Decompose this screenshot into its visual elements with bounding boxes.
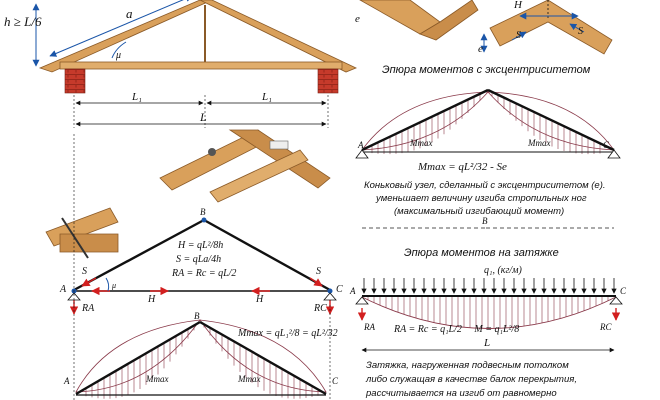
tie-load-label: q₁, (кг/м) — [484, 265, 523, 276]
right-rafter — [199, 0, 358, 73]
right-brick-wall — [317, 68, 339, 94]
e-top-label: e — [355, 13, 360, 25]
truss-eq3: RA = Rc = qL/2 — [171, 268, 236, 279]
roof-frame-drawing: h ≥ L/6 a μ L₁ L₁ L — [4, 0, 358, 128]
ecc-left-member — [361, 88, 489, 152]
ecc-C-label: C — [603, 140, 610, 150]
tie-C-label: C — [620, 286, 627, 296]
ecc-A-label: A — [357, 140, 364, 150]
L1-left-label: L₁ — [131, 91, 142, 103]
a-dimension-line — [49, 0, 193, 57]
distributed-load-arrows — [361, 278, 617, 294]
tie-beam — [59, 61, 343, 70]
ecc-hatching — [371, 91, 601, 155]
mu-angle-arc — [111, 41, 127, 59]
truss-B-label: B — [200, 207, 206, 217]
truss-mu: μ — [111, 281, 116, 290]
tie-title: Эпюра моментов на затяжке — [404, 247, 559, 259]
truss-RC: RC — [313, 303, 327, 314]
truss-H-left: H — [147, 294, 156, 305]
tie-A-label: A — [349, 286, 356, 296]
wood-joint-details — [45, 129, 331, 259]
truss-H-right: H — [255, 294, 264, 305]
H-label-detail: H — [513, 0, 523, 11]
bottom-C-label: C — [332, 376, 339, 386]
truss-A-label: A — [59, 284, 67, 295]
bottom-A-label: A — [63, 376, 70, 386]
S-left-detail: S — [516, 30, 521, 41]
bolt-rod — [61, 217, 89, 259]
moment-ecc-diagram: A C Mmax Mmax Mmax = qL²/32 - Se Коньков… — [355, 88, 621, 217]
truss-eq2: S = qLa/4h — [176, 254, 221, 265]
ecc-mmax-left: Mmax — [409, 138, 433, 148]
tie-L-label: L — [483, 337, 490, 349]
bottom-B-label: B — [194, 311, 200, 321]
mu-label: μ — [115, 50, 121, 61]
a-label: a — [126, 6, 133, 21]
L-label: L — [199, 110, 207, 124]
bottom-moment-diagram: B A C Mmax = qL₁²/8 = qL²/32 Mmax Mmax — [63, 134, 339, 400]
tie-RC: RC — [599, 322, 612, 332]
tie-B-label: B — [482, 216, 488, 226]
truss-S-right: S — [316, 266, 321, 277]
S-right-detail: S — [578, 26, 583, 37]
ecc-caption-3: (максимальный изгибающий момент) — [394, 206, 564, 217]
tie-caption-1: Затяжка, нагруженная подвесным потолком — [366, 360, 569, 371]
truss-C-label: C — [336, 284, 343, 295]
moment-ecc-title: Эпюра моментов с эксцентриситетом — [382, 64, 591, 76]
tie-caption-2: либо служащая в качестве балок перекрыти… — [365, 374, 577, 385]
bottom-mmax-right: Mmax — [237, 374, 261, 384]
truss-RA: RA — [81, 303, 95, 314]
bottom-mmax-left: Mmax — [145, 374, 169, 384]
tie-RA: RA — [363, 322, 375, 332]
eccentric-ridge-detail: e H S S e Эпюра моментов с эксцентрисите… — [355, 0, 613, 76]
truss-S-left: S — [82, 266, 87, 277]
bolt-icon — [208, 148, 216, 156]
bottom-formula: Mmax = qL₁²/8 = qL²/32 — [237, 328, 338, 339]
ecc-mmax-right: Mmax — [527, 138, 551, 148]
tie-hatching — [367, 297, 609, 329]
ecc-caption-2: уменьшает величину изгиба стропильных но… — [375, 193, 587, 204]
ecc-right-member — [487, 88, 615, 152]
ecc-formula: Mmax = qL²/32 - Se — [417, 161, 507, 173]
tie-equation: RA = Rc = q₁L/2 M = q₁L²/8 — [393, 324, 519, 335]
truss-right-rafter — [203, 218, 331, 292]
left-brick-wall — [64, 68, 86, 94]
h-label: h ≥ L/6 — [4, 14, 42, 29]
ecc-caption-1: Коньковый узел, сделанный с эксцентрисит… — [364, 180, 606, 191]
truss-eq1: H = qL²/8h — [177, 240, 223, 251]
L1-right-label: L₁ — [261, 91, 272, 103]
e-bottom-label: e — [478, 43, 483, 55]
metal-plate — [269, 140, 289, 150]
truss-forces-diagram: B A C S S H H RA RC μ H = qL²/8h S = qLa… — [59, 207, 343, 315]
tie-moment-diagram: B Эпюра моментов на затяжке q₁, (кг/м) A… — [349, 216, 627, 399]
tie-caption-3: рассчитывается на изгиб от равномерно — [365, 388, 557, 399]
